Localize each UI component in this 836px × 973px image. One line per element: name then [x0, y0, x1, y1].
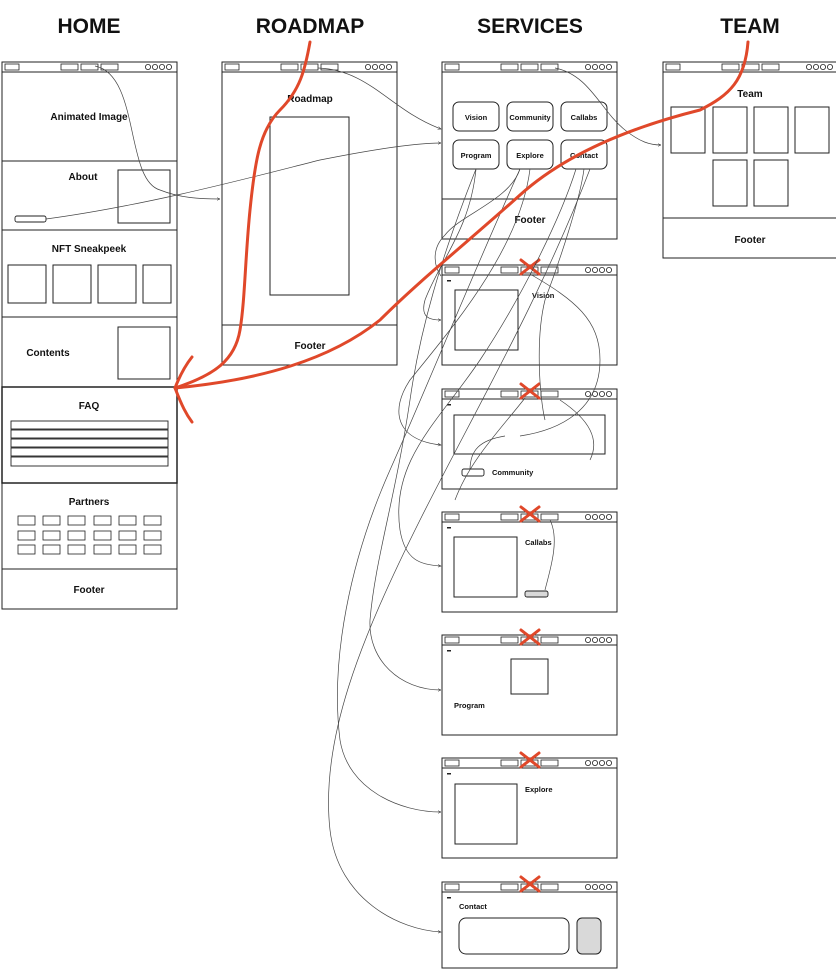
services-footer: Footer — [514, 215, 545, 226]
home-faq: FAQ — [79, 401, 100, 412]
home-animated-image: Animated Image — [50, 112, 128, 123]
navigation-flow-arrows — [173, 40, 750, 424]
home-partners: Partners — [69, 497, 110, 508]
subpage-vision-label: Vision — [532, 291, 555, 300]
heading-roadmap: ROADMAP — [256, 15, 365, 38]
subpage-explore-label: Explore — [525, 785, 553, 794]
flow-connectors — [45, 65, 661, 932]
services-btn-explore: Explore — [516, 151, 544, 160]
roadmap-footer: Footer — [294, 341, 325, 352]
home-nft-sneakpeek: NFT Sneakpeek — [52, 244, 127, 255]
roadmap-page: Roadmap Footer — [221, 61, 398, 366]
team-title: Team — [737, 89, 762, 100]
subpage-contact: Contact — [441, 875, 618, 969]
roadmap-title: Roadmap — [287, 94, 333, 105]
about-image — [117, 169, 171, 224]
services-btn-callabs: Callabs — [571, 113, 598, 122]
home-footer: Footer — [73, 585, 104, 596]
services-btn-vision: Vision — [465, 113, 488, 122]
roadmap-image — [269, 116, 350, 296]
subpage-community: Community — [441, 382, 618, 490]
home-about: About — [69, 172, 99, 183]
services-btn-community: Community — [509, 113, 551, 122]
subpage-program: Program — [441, 628, 618, 736]
services-btn-contact: Contact — [570, 151, 598, 160]
subpage-explore: Explore — [441, 751, 618, 859]
subpage-callabs-label: Callabs — [525, 538, 552, 547]
services-page: Vision Community Callabs Program Explore… — [441, 61, 618, 240]
about-button — [14, 215, 47, 223]
subpage-vision: Vision — [441, 258, 618, 366]
home-page: Animated Image About NFT Sneakpeek Conte… — [1, 61, 178, 610]
partners-grid — [17, 515, 162, 555]
heading-home: HOME — [58, 15, 121, 38]
services-btn-program: Program — [461, 151, 492, 160]
subpage-contact-label: Contact — [459, 902, 487, 911]
subpage-community-label: Community — [492, 468, 534, 477]
team-footer: Footer — [734, 235, 765, 246]
subpage-program-label: Program — [454, 701, 485, 710]
team-page: Team Footer — [662, 61, 836, 259]
heading-team: TEAM — [720, 15, 780, 38]
heading-services: SERVICES — [477, 15, 583, 38]
home-contents: Contents — [26, 348, 70, 359]
subpage-callabs: Callabs — [441, 505, 618, 613]
